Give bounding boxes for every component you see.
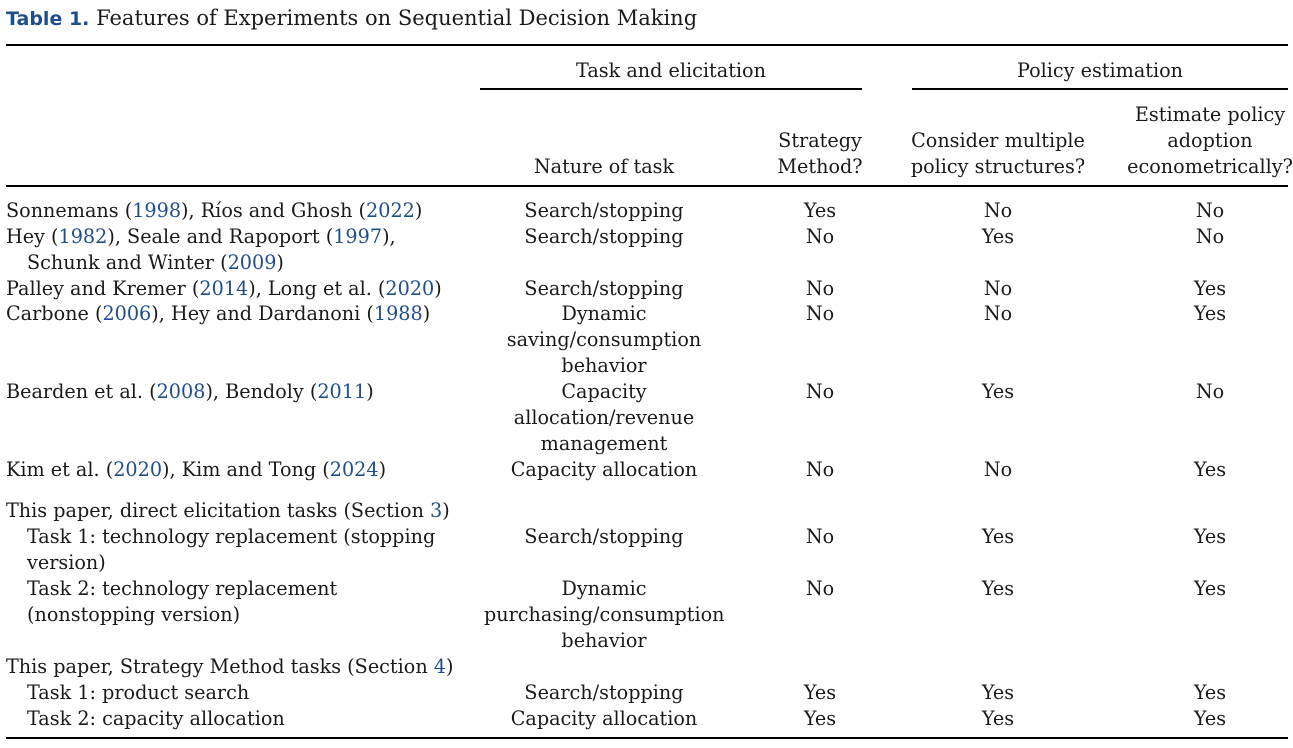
- multiple-cell: Yes: [981, 380, 1015, 403]
- econ-cell: No: [1195, 199, 1225, 222]
- study-cell: Bearden et al. (2008), Bendoly (2011): [6, 380, 374, 403]
- econ-cell: No: [1195, 225, 1225, 248]
- strategy-cell: No: [805, 277, 835, 300]
- strategy-cell: Yes: [803, 199, 837, 222]
- nature-cell: Search/stopping: [524, 525, 684, 548]
- multiple-cell: Yes: [981, 707, 1015, 730]
- table-title: Features of Experiments on Sequential De…: [96, 6, 698, 30]
- study-cell: version): [27, 551, 106, 574]
- citation-link[interactable]: 2014: [199, 277, 249, 300]
- header-strategy-line-2: Method?: [777, 155, 863, 178]
- study-cell: Hey (1982), Seale and Rapoport (1997),: [6, 225, 396, 248]
- econ-cell: No: [1195, 380, 1225, 403]
- study-cell: Sonnemans (1998), Ríos and Ghosh (2022): [6, 199, 423, 222]
- study-cell: Task 1: product search: [27, 681, 250, 704]
- nature-cell: behavior: [561, 629, 647, 652]
- table-label: Table 1.: [6, 8, 90, 30]
- citation-link[interactable]: 2024: [329, 458, 379, 481]
- strategy-cell: Yes: [803, 707, 837, 730]
- nature-cell: Capacity allocation: [510, 458, 698, 481]
- header-econ-line-2: adoption: [1167, 129, 1253, 152]
- strategy-cell: No: [805, 525, 835, 548]
- study-cell: Task 2: capacity allocation: [27, 707, 285, 730]
- nature-cell: Dynamic: [561, 302, 647, 325]
- nature-cell: Search/stopping: [524, 225, 684, 248]
- group-header-task: Task and elicitation: [576, 59, 766, 82]
- citation-link[interactable]: 1997: [333, 225, 383, 248]
- multiple-cell: Yes: [981, 525, 1015, 548]
- citation-link[interactable]: 2011: [317, 380, 367, 403]
- nature-cell: management: [540, 432, 668, 455]
- nature-cell: behavior: [561, 354, 647, 377]
- nature-cell: saving/consumption: [506, 328, 702, 351]
- econ-cell: Yes: [1193, 277, 1227, 300]
- nature-cell: Search/stopping: [524, 277, 684, 300]
- econ-cell: Yes: [1193, 681, 1227, 704]
- study-cell: This paper, Strategy Method tasks (Secti…: [6, 655, 454, 678]
- study-cell: (nonstopping version): [27, 603, 241, 626]
- nature-cell: Capacity allocation: [510, 707, 698, 730]
- strategy-cell: No: [805, 577, 835, 600]
- multiple-cell: Yes: [981, 577, 1015, 600]
- group-header-policy: Policy estimation: [1016, 59, 1184, 82]
- header-econ-line-3: econometrically?: [1127, 155, 1293, 178]
- study-cell: Carbone (2006), Hey and Dardanoni (1988): [6, 302, 431, 325]
- study-cell: Task 2: technology replacement: [27, 577, 338, 600]
- nature-cell: Capacity: [561, 380, 647, 403]
- citation-link[interactable]: 1988: [373, 302, 423, 325]
- header-econ-line-1: Estimate policy: [1134, 103, 1286, 126]
- econ-cell: Yes: [1193, 577, 1227, 600]
- multiple-cell: Yes: [981, 681, 1015, 704]
- econ-cell: Yes: [1193, 302, 1227, 325]
- nature-cell: Search/stopping: [524, 681, 684, 704]
- citation-link[interactable]: 1982: [58, 225, 108, 248]
- citation-link[interactable]: 1998: [132, 199, 182, 222]
- group-rule-policy: [912, 88, 1288, 90]
- study-cell: Kim et al. (2020), Kim and Tong (2024): [6, 458, 387, 481]
- header-multiple-line-2: policy structures?: [910, 155, 1086, 178]
- multiple-cell: No: [983, 277, 1013, 300]
- multiple-cell: No: [983, 458, 1013, 481]
- strategy-cell: No: [805, 380, 835, 403]
- citation-link[interactable]: 2006: [102, 302, 152, 325]
- nature-cell: Search/stopping: [524, 199, 684, 222]
- multiple-cell: No: [983, 199, 1013, 222]
- header-multiple-line-1: Consider multiple: [911, 129, 1085, 152]
- nature-cell: allocation/revenue: [513, 406, 695, 429]
- citation-link[interactable]: 2008: [156, 380, 206, 403]
- econ-cell: Yes: [1193, 707, 1227, 730]
- study-cell: Task 1: technology replacement (stopping: [27, 525, 436, 548]
- table-caption: Table 1. Features of Experiments on Sequ…: [6, 5, 697, 32]
- study-cell: Schunk and Winter (2009): [27, 251, 284, 274]
- nature-cell: Dynamic: [561, 577, 647, 600]
- group-rule-task: [480, 88, 862, 90]
- citation-link[interactable]: 2009: [227, 251, 277, 274]
- multiple-cell: No: [983, 302, 1013, 325]
- citation-link[interactable]: 4: [433, 655, 446, 678]
- nature-cell: purchasing/consumption: [484, 603, 725, 626]
- study-cell: This paper, direct elicitation tasks (Se…: [6, 499, 450, 522]
- strategy-cell: No: [805, 302, 835, 325]
- econ-cell: Yes: [1193, 525, 1227, 548]
- econ-cell: Yes: [1193, 458, 1227, 481]
- header-strategy-line-1: Strategy: [778, 129, 862, 152]
- header-rule: [6, 185, 1288, 187]
- citation-link[interactable]: 2020: [113, 458, 163, 481]
- header-nature: Nature of task: [533, 155, 675, 178]
- study-cell: Palley and Kremer (2014), Long et al. (2…: [6, 277, 442, 300]
- strategy-cell: No: [805, 225, 835, 248]
- strategy-cell: No: [805, 458, 835, 481]
- strategy-cell: Yes: [803, 681, 837, 704]
- citation-link[interactable]: 2020: [385, 277, 435, 300]
- citation-link[interactable]: 3: [430, 499, 443, 522]
- top-rule: [6, 44, 1288, 46]
- multiple-cell: Yes: [981, 225, 1015, 248]
- citation-link[interactable]: 2022: [366, 199, 415, 222]
- bottom-rule: [6, 737, 1288, 739]
